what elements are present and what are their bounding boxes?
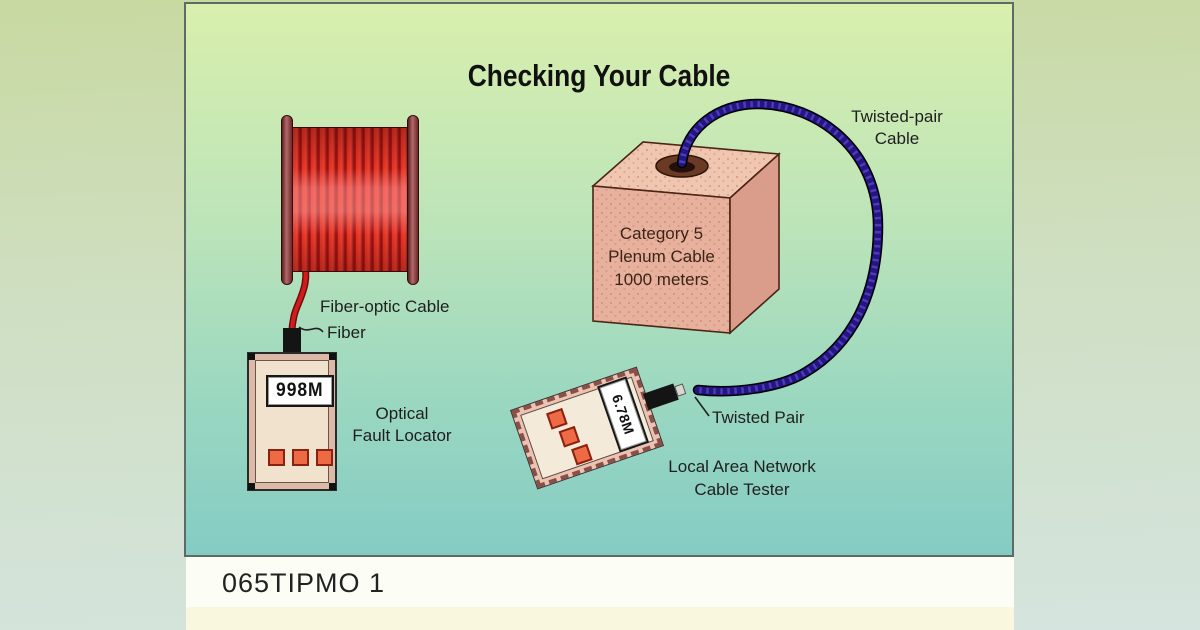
ofl-corner-screw	[248, 353, 255, 360]
ofl-fiber-connector	[283, 328, 301, 355]
diagram-vector-layer	[287, 98, 884, 417]
ofl-display-value: 998M	[276, 380, 324, 401]
twisted-pair-cable-path	[676, 98, 884, 397]
fiber-pointer-line	[298, 326, 324, 333]
label-lan-cable-tester: Local Area Network Cable Tester	[668, 457, 816, 499]
ofl-corner-screw	[329, 353, 336, 360]
box-front-texture	[593, 186, 730, 333]
label-twisted-pair-cable: Twisted-pair Cable	[851, 107, 943, 148]
ofl-corner-screw	[329, 483, 336, 490]
diagram-panel: Checking Your Cable 998M	[186, 4, 1012, 555]
tester-display-value: 6.78M	[608, 392, 638, 437]
fiber-cable-spool	[281, 115, 419, 285]
diagram-title: Checking Your Cable	[467, 58, 731, 93]
label-twisted-pair: Twisted Pair	[712, 408, 805, 427]
label-fiber-optic-cable: Fiber-optic Cable	[320, 297, 450, 316]
ivory-strip	[186, 607, 1014, 630]
caption-strip: 065TIPMO 1	[186, 557, 1014, 607]
label-cable-box: Category 5 Plenum Cable 1000 meters	[608, 224, 715, 289]
ofl-display: 998M	[266, 375, 334, 407]
ofl-faceplate: 998M	[255, 360, 334, 483]
label-optical-fault-locator: Optical Fault Locator	[352, 404, 452, 445]
ofl-button	[316, 449, 333, 466]
spool-flange-left	[281, 115, 293, 285]
optical-fault-locator-device: 998M	[247, 352, 337, 491]
ofl-button	[292, 449, 309, 466]
figure-caption: 065TIPMO 1	[222, 568, 386, 598]
spool-flange-right	[407, 115, 419, 285]
cable-box	[591, 141, 781, 335]
ofl-button	[268, 449, 285, 466]
twisted-pair-pointer-line	[694, 396, 710, 417]
label-fiber: Fiber	[327, 323, 366, 342]
ofl-corner-screw	[248, 483, 255, 490]
spool-winding	[292, 127, 408, 272]
